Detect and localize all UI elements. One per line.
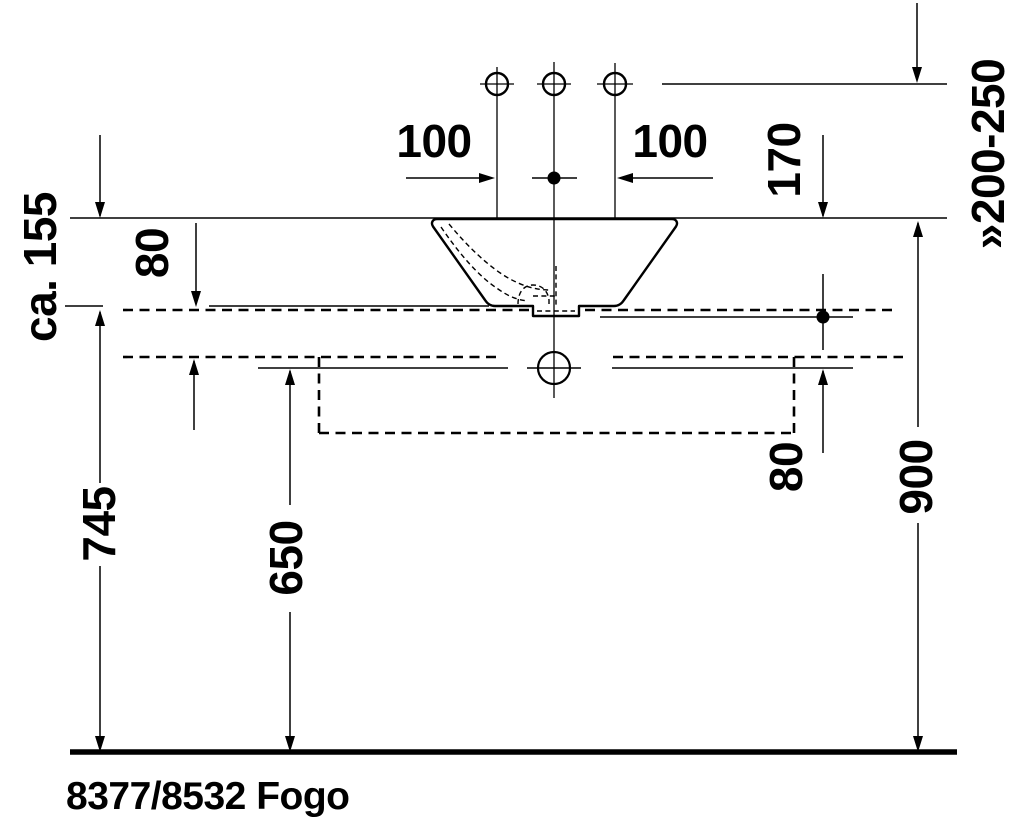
centerlines [480,62,633,398]
dim-hole-spacing-right [617,173,713,183]
hole-spacing-right-label: 100 [632,115,708,167]
console-top-height-label: 745 [73,486,125,562]
dim-frame-height [285,369,295,752]
hole-spacing-left-label: 100 [396,115,472,167]
rim-height-label: 900 [890,439,942,515]
dim-panel-thickness-left [189,223,201,430]
faucet-hole-center-icon [541,71,567,97]
faucet-holes [484,71,628,386]
dim-hole-spacing-left [406,173,495,183]
console-dashed-outline [123,308,903,435]
faucet-hole-right-icon [602,71,628,97]
dimension-lines [95,3,923,752]
dim-panel-offset-right [818,274,828,453]
outlet-reference-dot [816,310,830,324]
dim-spout-height [818,135,828,218]
frame-height-label: 650 [260,520,312,596]
dim-rim-height [913,221,923,752]
spout-height-label: 170 [758,122,810,198]
drain-outlet-icon [536,350,572,386]
reference-dots [547,171,830,324]
basin-height-label: ca. 155 [14,192,66,342]
panel-offset-right-label: 80 [760,441,812,493]
panel-thickness-left-label: 80 [126,227,178,279]
faucet-hole-left-icon [484,71,510,97]
dim-supply-range [912,3,922,83]
dim-basin-height [95,135,105,218]
basin-inner-dashed [440,223,575,312]
faucet-reference-dot [547,171,561,185]
model-title: 8377/8532 Fogo [66,775,350,818]
supply-range-label: »200-250 [962,58,1014,250]
dim-console-top-height [95,310,105,752]
